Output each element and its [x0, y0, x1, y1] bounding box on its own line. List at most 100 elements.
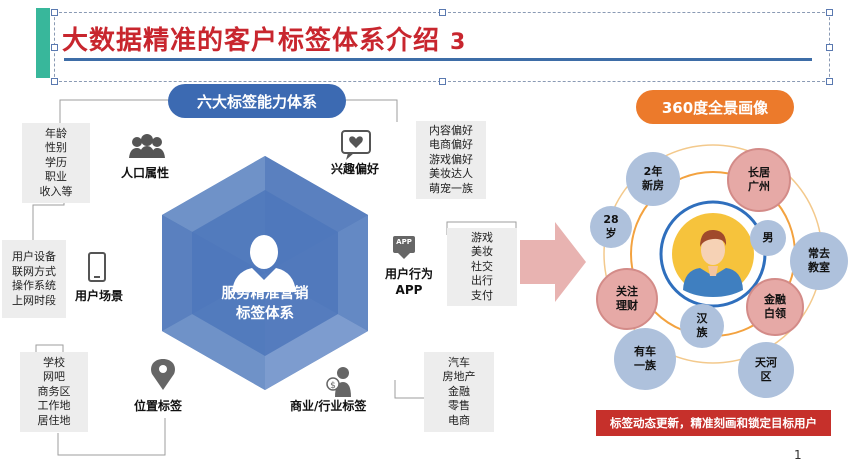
- heart-chat-icon: [341, 130, 371, 160]
- bubble-text: 2年: [643, 165, 663, 178]
- title-marker: 3: [450, 30, 467, 55]
- tag-item: 支付: [471, 288, 493, 302]
- scene-tag-box: 用户设备 联网方式 操作系统 上网时段: [2, 240, 66, 318]
- tag-item: 美妆: [471, 245, 493, 259]
- interests-label: 兴趣偏好: [331, 162, 380, 176]
- tag-item: 收入等: [39, 184, 73, 198]
- profile-tag-bubble: 有车一族: [614, 328, 676, 390]
- resize-handle[interactable]: [826, 78, 833, 85]
- demographics-label: 人口属性: [121, 166, 170, 180]
- connector-demographics: [59, 99, 171, 123]
- business-person-icon: $: [326, 367, 351, 397]
- scene-label: 用户场景: [75, 289, 124, 303]
- tag-item: 联网方式: [12, 264, 56, 278]
- left-header-text: 六大标签能力体系: [196, 92, 317, 111]
- bubble-text: 区: [760, 370, 772, 383]
- bubble-text: 长居: [748, 166, 770, 179]
- right-header-text: 360度全景画像: [661, 98, 769, 117]
- profile-tag-bubble: 男: [750, 220, 786, 256]
- bubble-text: 汉: [696, 312, 708, 325]
- resize-handle[interactable]: [439, 9, 446, 16]
- bubble-text: 岁: [605, 227, 617, 240]
- page-title-text: 大数据精准的客户标签体系介绍: [62, 26, 441, 56]
- tag-item: 网吧: [43, 370, 65, 384]
- tag-item: 年龄: [45, 126, 67, 140]
- tag-item: 商务区: [37, 384, 71, 398]
- profile-tag-bubble: 常去教室: [790, 232, 848, 290]
- industry-label: 商业/行业标签: [290, 399, 367, 413]
- phone-icon: [88, 252, 106, 282]
- flow-arrow: [520, 222, 586, 302]
- tag-item: 房地产: [442, 370, 476, 384]
- tag-item: 上网时段: [12, 293, 56, 307]
- bubble-text: 天河: [755, 356, 777, 369]
- profile-tag-bubble: 关注理财: [596, 268, 658, 330]
- demographics-tag-box: 年龄 性别 学历 职业 收入等: [22, 123, 90, 203]
- app-label-line2: APP: [395, 283, 423, 297]
- profile-tag-bubble: 长居广州: [727, 148, 791, 212]
- tag-item: 美妆达人: [429, 167, 473, 181]
- page-number: 1: [794, 448, 802, 462]
- tag-item: 电商偏好: [429, 138, 473, 152]
- tag-item: 汽车: [448, 355, 470, 369]
- bubble-text: 广州: [748, 180, 770, 193]
- tag-item: 游戏偏好: [429, 152, 473, 166]
- industry-tag-box: 汽车 房地产 金融 零售 电商: [424, 352, 494, 432]
- bubble-text: 有车: [634, 345, 656, 358]
- location-label: 位置标签: [134, 399, 183, 413]
- bubble-text: 白领: [764, 307, 786, 320]
- app-icon: [393, 236, 415, 259]
- location-pin-icon: [151, 359, 175, 390]
- tag-item: 学校: [43, 355, 65, 369]
- tag-item: 金融: [448, 384, 470, 398]
- profile-tag-bubble: 2年新房: [626, 152, 680, 206]
- title-selection-frame[interactable]: [51, 9, 833, 85]
- resize-handle[interactable]: [51, 44, 58, 51]
- capability-hexagon: [162, 156, 368, 390]
- tag-item: 居住地: [37, 413, 71, 427]
- tag-item: 电商: [448, 413, 470, 427]
- bubble-text: 一族: [634, 359, 656, 372]
- tag-item: 游戏: [471, 230, 493, 244]
- center-label-line1: 服务精准营销: [221, 286, 309, 302]
- app-label: 用户行为 APP: [380, 266, 438, 298]
- profile-tag-bubble: 天河区: [738, 342, 794, 398]
- title-accent-bar: [36, 8, 50, 78]
- center-label-line2: 标签体系: [236, 306, 294, 322]
- tag-item: 萌宠一族: [429, 181, 473, 195]
- bubble-text: 理财: [616, 299, 638, 312]
- tag-item: 用户设备: [12, 250, 56, 263]
- avatar: [672, 213, 754, 297]
- bubble-text: 常去: [808, 247, 830, 260]
- people-icon: [129, 134, 165, 158]
- tag-item: 内容偏好: [429, 123, 473, 137]
- tag-item: 零售: [448, 399, 470, 413]
- page-title[interactable]: 大数据精准的客户标签体系介绍 3: [62, 20, 466, 57]
- tag-item: 出行: [471, 274, 493, 288]
- bubble-text: 男: [762, 231, 774, 244]
- bubble-text: 新房: [642, 179, 664, 192]
- bubble-text: 族: [696, 326, 708, 339]
- user-silhouette-icon: [232, 235, 296, 292]
- resize-handle[interactable]: [826, 9, 833, 16]
- tag-item: 学历: [45, 155, 67, 169]
- title-underline: [64, 58, 812, 61]
- bubble-text: 28: [603, 213, 619, 226]
- resize-handle[interactable]: [51, 9, 58, 16]
- resize-handle[interactable]: [826, 44, 833, 51]
- center-label: 服务精准营销 标签体系: [175, 284, 355, 324]
- interests-tag-box: 内容偏好 电商偏好 游戏偏好 美妆达人 萌宠一族: [416, 121, 486, 199]
- tag-item: 工作地: [37, 399, 71, 413]
- location-tag-box: 学校 网吧 商务区 工作地 居住地: [20, 352, 88, 432]
- app-label-line1: 用户行为: [384, 267, 433, 281]
- resize-handle[interactable]: [51, 78, 58, 85]
- resize-handle[interactable]: [439, 78, 446, 85]
- app-tag-box: 游戏 美妆 社交 出行 支付: [447, 228, 517, 306]
- app-icon-text: APP: [396, 238, 412, 246]
- connector-location-2: [57, 418, 166, 456]
- tag-item: 社交: [471, 259, 493, 273]
- svg-text:$: $: [330, 381, 336, 391]
- bubble-text: 金融: [764, 293, 786, 306]
